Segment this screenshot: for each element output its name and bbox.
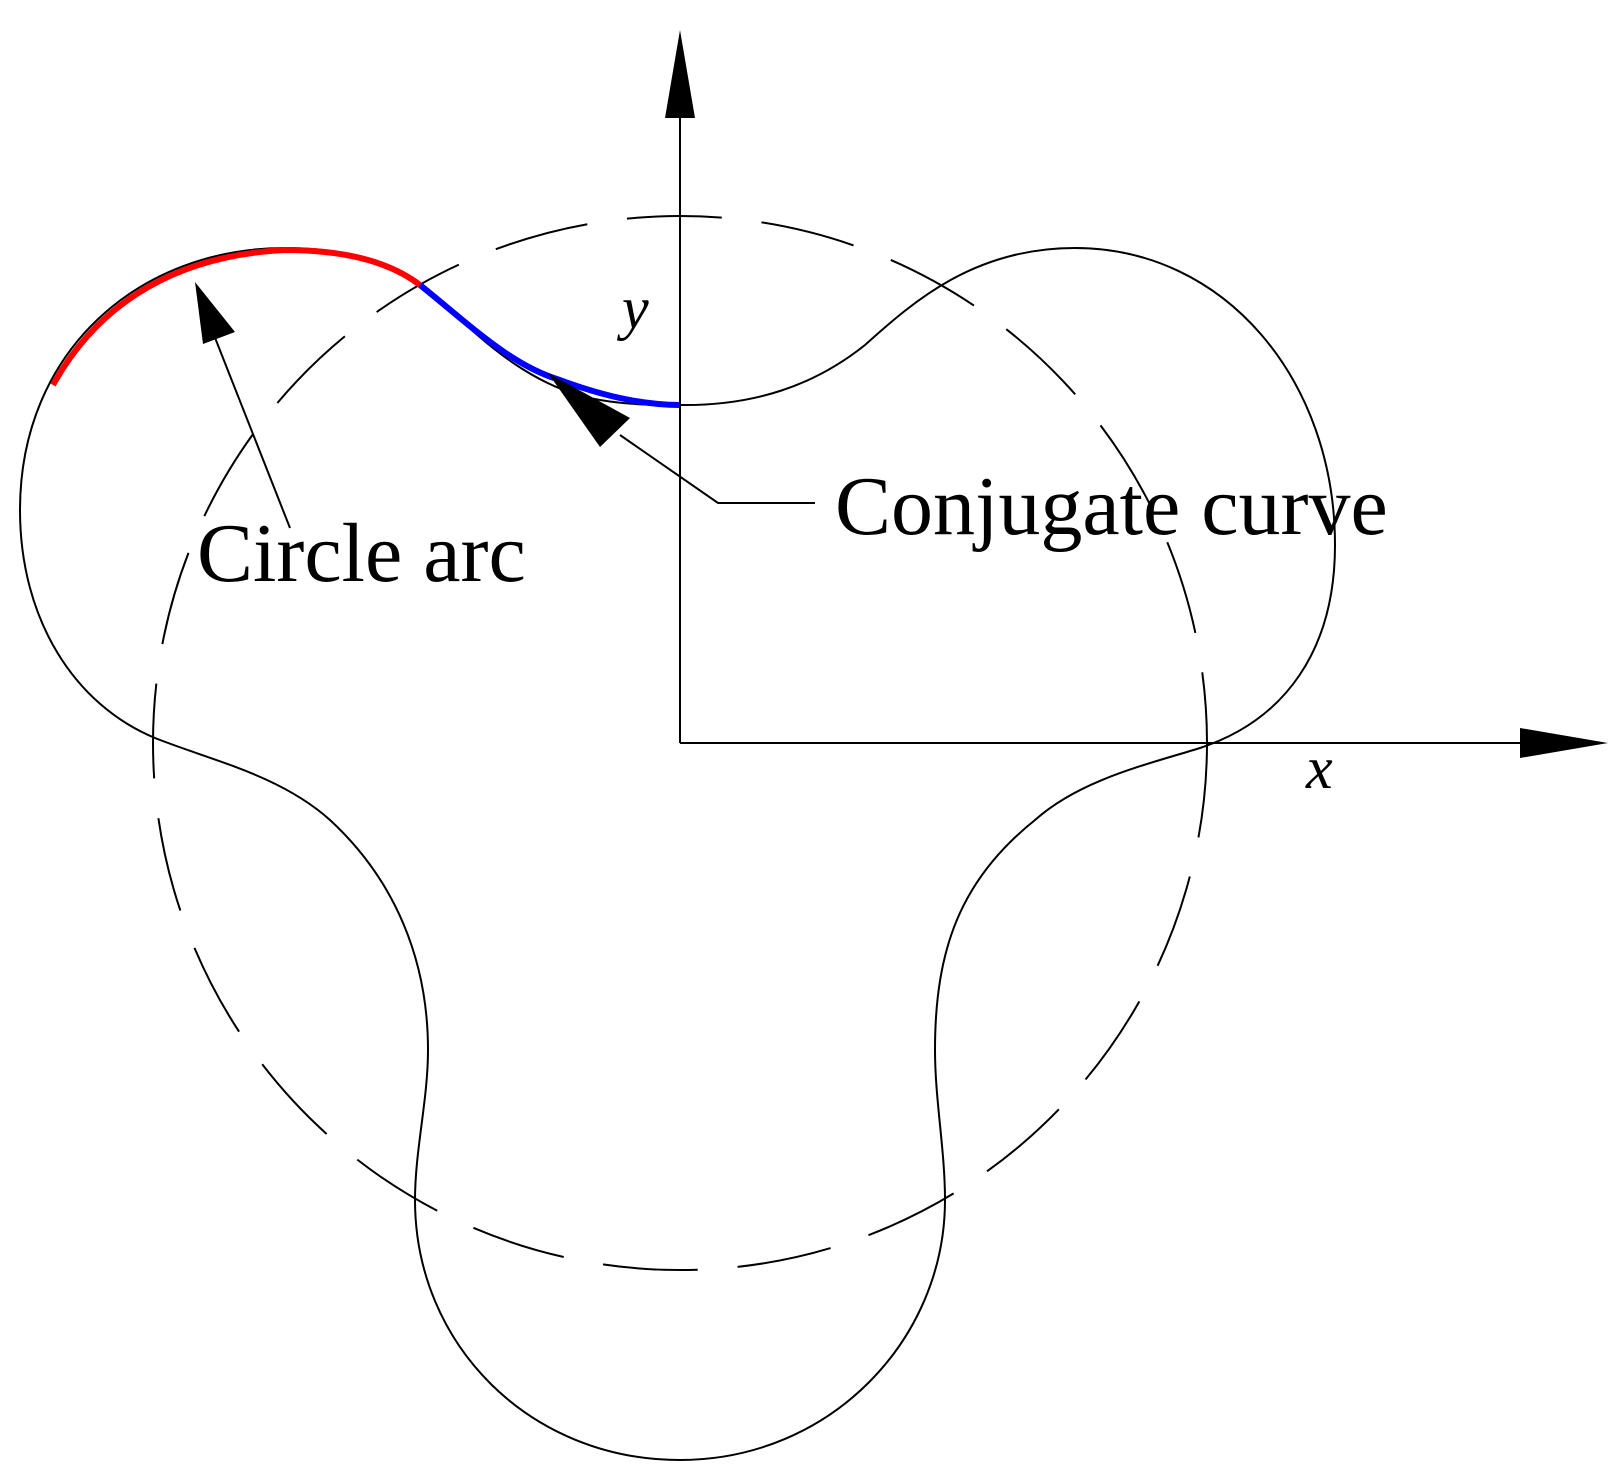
circle-arc-highlight	[50, 246, 422, 387]
x-axis-label: x	[1306, 735, 1333, 801]
x-axis-arrowhead	[1520, 728, 1608, 758]
conjugate-curve-leader-line	[619, 434, 815, 504]
rotor-profile-outline	[18, 246, 1337, 1462]
circle-arc-arrowhead	[195, 282, 235, 344]
conjugate-curve-label: Conjugate curve	[835, 460, 1388, 553]
y-axis-label: y	[622, 275, 649, 341]
circle-arc-leader-line	[209, 324, 291, 529]
y-axis-arrowhead	[665, 30, 695, 118]
conjugate-curve-arrowhead	[548, 373, 630, 447]
circle-arc-label: Circle arc	[197, 507, 526, 600]
